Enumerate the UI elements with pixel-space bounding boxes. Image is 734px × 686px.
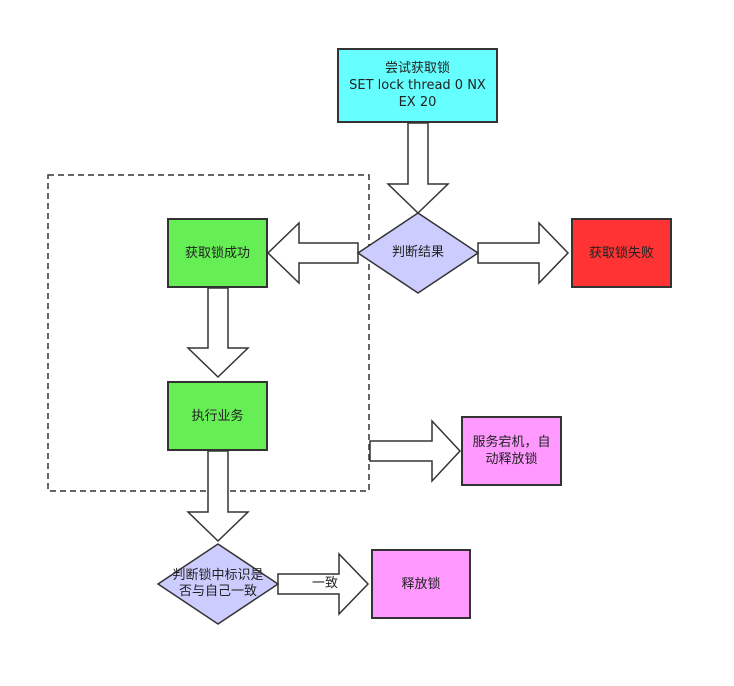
judge-result-diamond [356,212,480,294]
try-lock-line-3: EX 20 [398,95,437,110]
release-lock-label: 释放锁 [401,576,441,592]
server-down-line-1: 服务宕机，自 [472,435,551,450]
judge-owner-line-1: 判断锁中标识是 [172,568,264,583]
try-lock-line-1: 尝试获取锁 [384,61,450,76]
arrow-boundary-to-serverdown [369,419,462,483]
acquire-success-label: 获取锁成功 [184,245,250,261]
server-down-line-2: 动释放锁 [485,452,538,467]
judge-result-label: 判断结果 [391,245,444,260]
try-lock-line-2: SET lock thread 0 NX [349,78,486,93]
judge-owner-line-2: 否与自己一致 [178,584,257,599]
do-business-node: 执行业务 [167,381,268,451]
try-lock-node: 尝试获取锁 SET lock thread 0 NX EX 20 [337,48,498,123]
arrow-success-to-business [186,287,250,379]
arrow-judge-to-fail [477,221,570,285]
judge-result-label-box: 判断结果 [368,233,468,273]
do-business-label: 执行业务 [191,408,244,424]
judge-owner-diamond [156,543,280,625]
judge-owner-label-box: 判断锁中标识是 否与自己一致 [160,564,276,604]
arrow-try-to-judge [386,122,450,215]
server-down-node: 服务宕机，自 动释放锁 [461,416,562,486]
consistent-edge-text: 一致 [312,576,339,591]
release-lock-node: 释放锁 [371,549,471,619]
dashed-boundary [47,174,370,492]
consistent-edge-label: 一致 [310,576,341,592]
acquire-fail-node: 获取锁失败 [571,218,672,288]
acquire-success-node: 获取锁成功 [167,218,268,288]
acquire-fail-label: 获取锁失败 [588,245,654,261]
arrow-judge-to-success [266,221,359,285]
arrow-business-to-judgeowner [186,450,250,543]
